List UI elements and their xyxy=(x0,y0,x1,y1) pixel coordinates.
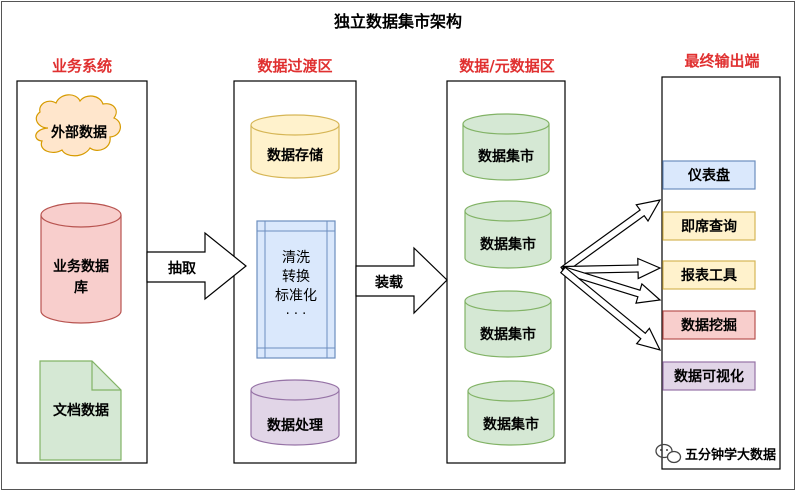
output-box-5 xyxy=(662,361,756,391)
data-mart-cylinder-2: 数据集市 xyxy=(464,200,552,269)
load-arrow-label: 装载 xyxy=(374,274,403,291)
etl-step-standardize: 标准化 xyxy=(275,288,317,304)
data-handling-cylinder: 数据处理 xyxy=(250,379,340,446)
fan-out-arrow-4 xyxy=(559,266,662,351)
data-storage-cylinder: 数据存储 xyxy=(250,114,340,179)
etl-step-ellipsis: · · · xyxy=(286,307,307,322)
fan-out-arrows xyxy=(559,199,662,351)
fan-out-arrow-3 xyxy=(561,265,662,304)
business-database-label-line1: 业务数据 xyxy=(53,258,109,275)
diagram-title: 独立数据集市架构 xyxy=(334,12,462,31)
section-title-metadata: 数据/元数据区 xyxy=(459,57,554,75)
output-box-2 xyxy=(662,211,756,241)
fan-out-arrow-2 xyxy=(562,257,662,280)
watermark: 五分钟学大数据 xyxy=(655,443,776,464)
extract-arrow-label: 抽取 xyxy=(168,260,197,277)
data-handling-label: 数据处理 xyxy=(267,417,323,434)
data-mart-label-4: 数据集市 xyxy=(483,416,539,433)
business-database-label-line2: 库 xyxy=(74,279,88,296)
data-mart-cylinder-3: 数据集市 xyxy=(464,290,552,358)
section-title-staging: 数据过渡区 xyxy=(257,57,332,75)
output-box-1 xyxy=(662,160,756,190)
data-mart-cylinder-1: 数据集市 xyxy=(462,113,550,181)
data-mart-label-1: 数据集市 xyxy=(478,148,534,165)
etl-step-transform: 转换 xyxy=(282,268,310,285)
output-label-3: 报表工具 xyxy=(681,267,737,284)
data-mart-label-3: 数据集市 xyxy=(480,326,536,343)
data-mart-label-2: 数据集市 xyxy=(480,236,536,253)
output-label-5: 数据可视化 xyxy=(674,368,744,385)
wechat-icon xyxy=(655,443,682,464)
external-data-cloud: 外部数据 xyxy=(35,94,121,157)
fan-out-arrow-1 xyxy=(560,199,662,274)
section-title-business: 业务系统 xyxy=(52,57,112,75)
watermark-text: 五分钟学大数据 xyxy=(685,447,776,463)
data-mart-cylinder-4: 数据集市 xyxy=(467,380,555,446)
section-title-output: 最终输出端 xyxy=(684,52,759,70)
load-arrow: 装载 xyxy=(355,246,448,315)
output-label-1: 仪表盘 xyxy=(687,167,730,184)
output-box-3 xyxy=(662,260,756,290)
output-label-2: 即席查询 xyxy=(681,218,737,235)
extract-arrow: 抽取 xyxy=(146,231,247,301)
output-label-4: 数据挖掘 xyxy=(681,317,737,334)
output-box-4 xyxy=(662,310,756,340)
document-data-shape: 文档数据 xyxy=(39,360,122,461)
external-data-label: 外部数据 xyxy=(51,124,107,141)
document-data-label: 文档数据 xyxy=(53,402,109,419)
business-database-cylinder: 业务数据 库 xyxy=(40,202,122,324)
etl-step-clean: 清洗 xyxy=(282,250,310,266)
data-storage-label: 数据存储 xyxy=(267,147,323,164)
etl-process-box: 清洗 转换 标准化 · · · xyxy=(256,220,336,359)
